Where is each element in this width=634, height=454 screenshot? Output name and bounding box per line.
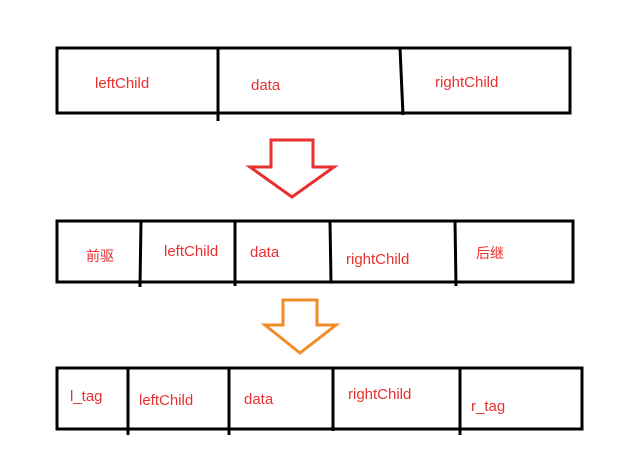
field-divider: [398, 47, 405, 116]
field-label: 后继: [476, 246, 504, 262]
down-arrow-icon: [245, 138, 339, 199]
down-arrow-icon: [260, 298, 341, 355]
field-label: rightChild: [435, 74, 498, 91]
threaded-node-concept: 前驱 leftChild data rightChild 后继: [55, 219, 575, 288]
field-label: leftChild: [139, 392, 193, 409]
field-label: leftChild: [164, 243, 218, 260]
node-box: [55, 219, 575, 284]
field-divider: [453, 220, 458, 287]
field-divider: [328, 220, 333, 284]
field-label: rightChild: [348, 386, 411, 403]
field-label: 前驱: [86, 248, 114, 265]
field-label: r_tag: [471, 398, 505, 415]
field-label: leftChild: [95, 75, 149, 92]
binary-tree-node: leftChild data rightChild: [55, 46, 572, 121]
field-divider: [138, 220, 143, 288]
node-box: [55, 366, 584, 431]
field-label: data: [250, 244, 280, 261]
node-box: [55, 46, 572, 115]
threaded-node: l_tag leftChild data rightChild r_tag: [55, 366, 584, 435]
field-label: data: [244, 391, 274, 408]
field-label: l_tag: [70, 388, 103, 405]
field-label: rightChild: [346, 251, 409, 268]
field-label: data: [251, 77, 281, 94]
